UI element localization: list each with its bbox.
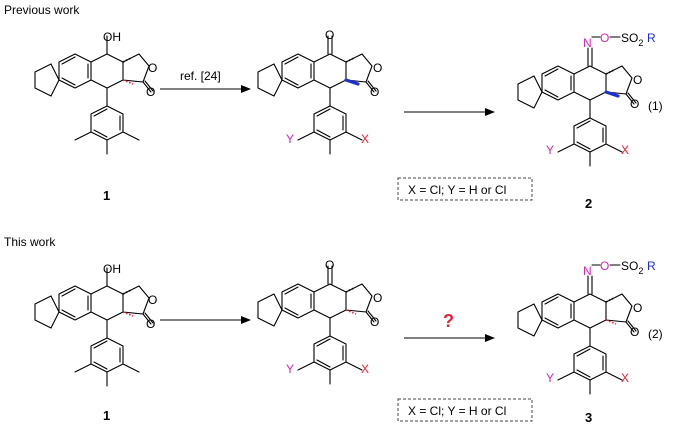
lactone-o-label-bottom: O [146, 317, 155, 331]
p2-ring-o: O [633, 73, 642, 87]
p3-ring-o: O [633, 301, 642, 315]
compound-3-label: 3 [585, 410, 592, 425]
compound-3 [517, 264, 637, 395]
this-work-heading: This work [4, 235, 56, 249]
compound-1-label-bottom: 1 [103, 408, 110, 423]
int-lactone-o-bottom: O [370, 315, 379, 329]
x-label-int-top: X [361, 132, 369, 146]
oxime-o-top: O [600, 31, 609, 45]
hydroxyl-label-top: OH [103, 30, 121, 44]
x-label-p2: X [621, 143, 629, 157]
conditions-box-bottom [397, 398, 533, 422]
y-label-int-bottom: Y [286, 362, 294, 376]
lactone-o-label-top: O [146, 85, 155, 99]
compound-1-label-top: 1 [103, 188, 110, 203]
p2-lactone-o: O [630, 97, 639, 111]
compound-1-top [34, 35, 154, 155]
r-group-top: R [647, 31, 656, 45]
equation-number-1: (1) [648, 99, 663, 113]
conditions-text-bottom: X = Cl; Y = H or Cl [408, 404, 506, 418]
int-lactone-o-top: O [370, 85, 379, 99]
conditions-box-top [397, 177, 533, 201]
oxime-o-bottom: O [600, 259, 609, 273]
ref-label: ref. [24] [180, 69, 221, 83]
int-ring-o-bottom: O [373, 291, 382, 305]
compound-2 [517, 36, 637, 167]
ring-o-label-top: O [148, 61, 157, 75]
compound-2-label: 2 [585, 196, 592, 211]
x-label-p3: X [621, 371, 629, 385]
sulfonyl-bottom: SO2 [621, 259, 643, 276]
previous-work-heading: Previous work [4, 3, 80, 17]
int-ring-o-top: O [373, 61, 382, 75]
intermediate-top [257, 35, 377, 155]
hydroxyl-label-bottom: OH [103, 262, 121, 276]
sulfonyl-top: SO2 [621, 31, 643, 48]
r-group-bottom: R [647, 259, 656, 273]
oxime-n-bottom: N [583, 264, 592, 278]
intermediate-bottom [257, 265, 377, 385]
question-mark: ? [443, 311, 454, 331]
y-label-p2: Y [546, 143, 554, 157]
ketone-o-label-bottom: O [325, 258, 334, 272]
x-label-int-bottom: X [361, 362, 369, 376]
ring-o-label-bottom: O [148, 293, 157, 307]
y-label-p3: Y [546, 371, 554, 385]
p3-lactone-o: O [630, 325, 639, 339]
oxime-n-top: N [583, 36, 592, 50]
equation-number-2: (2) [648, 327, 663, 341]
ketone-o-label-top: O [325, 28, 334, 42]
conditions-text-top: X = Cl; Y = H or Cl [408, 183, 506, 197]
y-label-int-top: Y [286, 132, 294, 146]
compound-1-bottom [34, 267, 154, 387]
